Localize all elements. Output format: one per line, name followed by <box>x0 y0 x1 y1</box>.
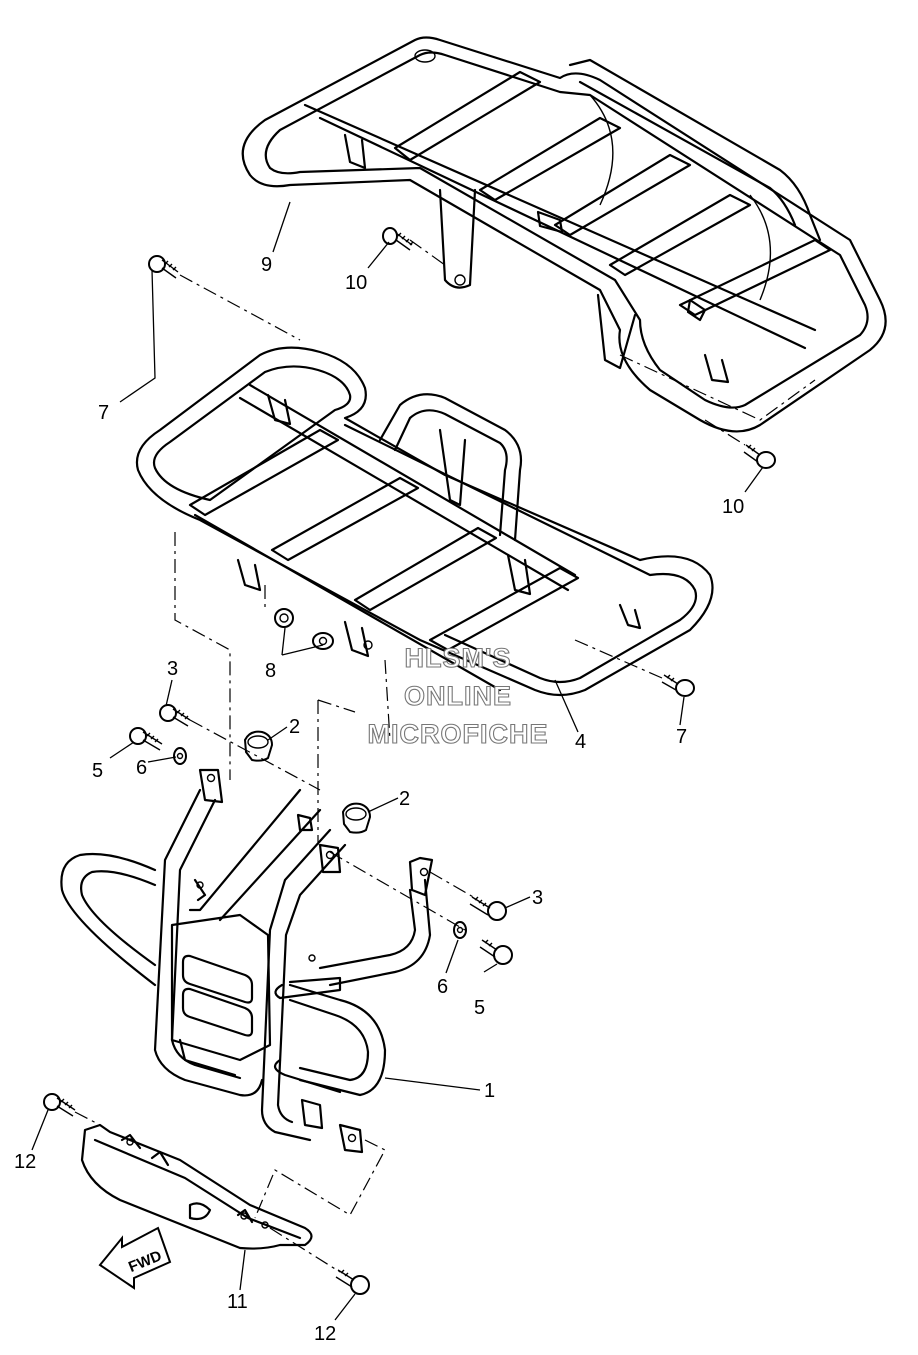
callout-6: 6 <box>136 757 147 779</box>
front-carrier <box>135 346 714 697</box>
collar-8 <box>274 608 334 650</box>
watermark: HLSM'S ONLINE MICROFICHE <box>367 642 549 749</box>
callout-5: 5 <box>92 760 103 782</box>
fwd-arrow: FWD <box>98 1226 172 1290</box>
grommet-2 <box>243 730 372 834</box>
callout-8: 8 <box>265 660 276 682</box>
watermark-line-3: MICROFICHE <box>368 719 549 749</box>
callout-3: 3 <box>167 658 178 680</box>
callout-7: 7 <box>98 402 109 424</box>
callout-12: 12 <box>314 1323 336 1345</box>
watermark-line-2: ONLINE <box>404 681 512 711</box>
front-guard <box>60 768 434 1154</box>
callout-9: 9 <box>261 254 272 276</box>
callout-3: 3 <box>532 887 543 909</box>
callout-10: 10 <box>345 272 367 294</box>
callout-7: 7 <box>676 726 687 748</box>
callout-2: 2 <box>399 788 410 810</box>
callout-5: 5 <box>474 997 485 1019</box>
bolts <box>43 227 776 1295</box>
callout-11: 11 <box>227 1291 248 1313</box>
callout-2: 2 <box>289 716 300 738</box>
callout-10: 10 <box>722 496 744 518</box>
callout-4: 4 <box>575 731 586 753</box>
callout-6: 6 <box>437 976 448 998</box>
leader-lines <box>31 201 764 1321</box>
rear-carrier <box>241 36 887 433</box>
callout-1: 1 <box>484 1080 495 1102</box>
watermark-line-1: HLSM'S <box>405 643 512 673</box>
callout-labels: 9 10 7 10 8 3 2 5 6 4 7 2 3 6 5 1 12 11 … <box>14 254 744 1345</box>
assembly-lines <box>74 239 816 1273</box>
lower-guard <box>80 1123 313 1250</box>
callout-12: 12 <box>14 1151 36 1173</box>
